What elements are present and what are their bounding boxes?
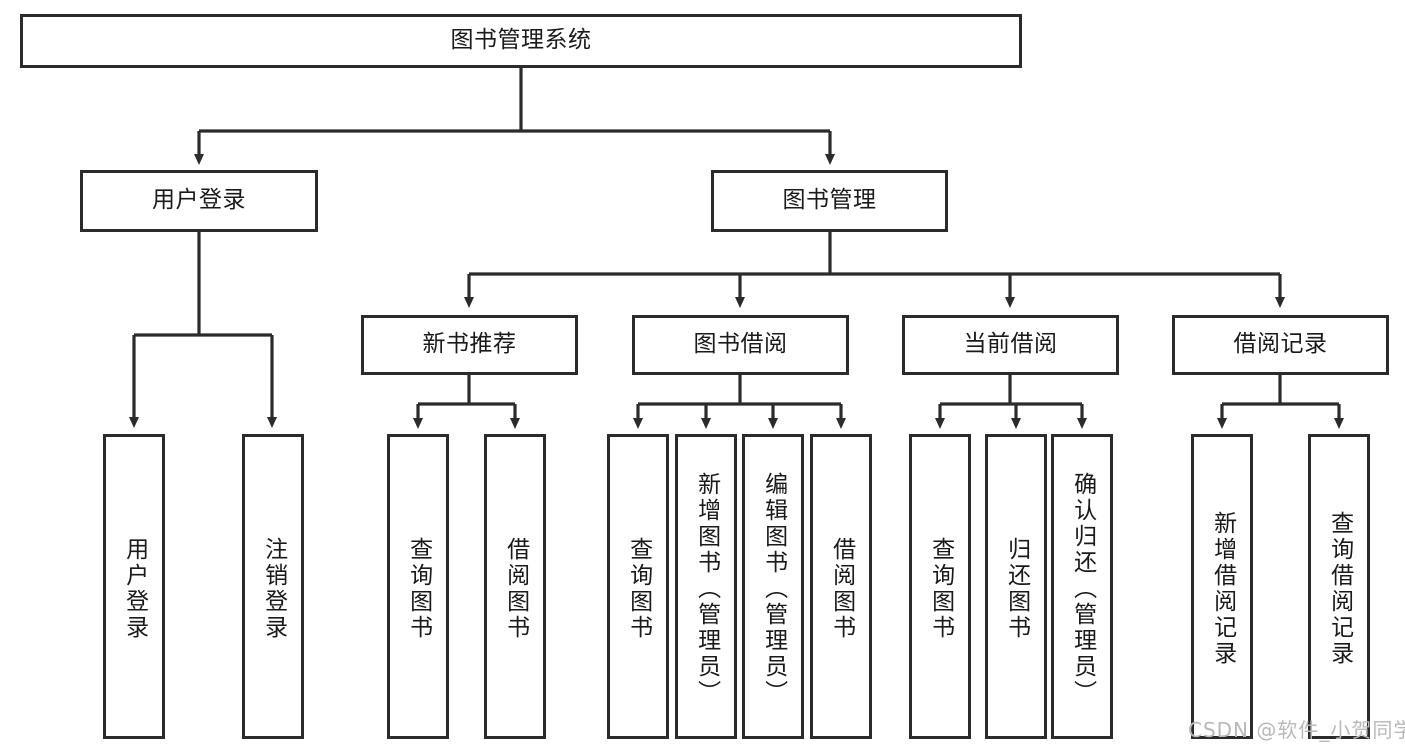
node-leaf-query-book-cur-label: 查询图书 xyxy=(927,536,954,641)
node-leaf-query-book-bor[interactable]: 查询图书 xyxy=(607,434,669,739)
node-leaf-add-book-label: 新增图书（管理员） xyxy=(693,471,720,706)
node-borrow-record[interactable]: 借阅记录 xyxy=(1172,315,1389,375)
node-leaf-return-book-label: 归还图书 xyxy=(1003,536,1030,641)
node-book-borrow-label: 图书借阅 xyxy=(693,331,788,358)
node-user-login[interactable]: 用户登录 xyxy=(80,170,318,232)
node-leaf-edit-book-label: 编辑图书（管理员） xyxy=(760,471,787,706)
node-leaf-logout[interactable]: 注销登录 xyxy=(242,434,304,739)
node-root-label: 图书管理系统 xyxy=(450,27,592,54)
node-leaf-borrow-book-rec[interactable]: 借阅图书 xyxy=(484,434,546,739)
node-root[interactable]: 图书管理系统 xyxy=(20,14,1022,68)
node-leaf-query-book-bor-label: 查询图书 xyxy=(625,536,652,641)
node-leaf-user-login-label: 用户登录 xyxy=(121,536,148,641)
node-borrow-record-label: 借阅记录 xyxy=(1233,331,1328,358)
node-new-book-rec[interactable]: 新书推荐 xyxy=(361,315,578,375)
csdn-watermark: CSDN @软件_小贺同学 xyxy=(1188,718,1405,742)
node-user-login-label: 用户登录 xyxy=(152,187,246,214)
node-leaf-query-record-label: 查询借阅记录 xyxy=(1326,510,1353,667)
node-leaf-add-record-label: 新增借阅记录 xyxy=(1209,510,1236,667)
node-leaf-logout-label: 注销登录 xyxy=(260,536,287,641)
node-leaf-return-book[interactable]: 归还图书 xyxy=(985,434,1047,739)
node-leaf-user-login[interactable]: 用户登录 xyxy=(103,434,165,739)
node-leaf-query-book-cur[interactable]: 查询图书 xyxy=(909,434,971,739)
node-book-manage-label: 图书管理 xyxy=(782,187,877,214)
node-current-borrow[interactable]: 当前借阅 xyxy=(902,315,1119,375)
node-leaf-borrow-book-bor-label: 借阅图书 xyxy=(828,536,855,641)
node-leaf-add-record[interactable]: 新增借阅记录 xyxy=(1191,434,1253,739)
node-leaf-query-book-rec-label: 查询图书 xyxy=(405,536,432,641)
node-leaf-edit-book[interactable]: 编辑图书（管理员） xyxy=(742,434,804,739)
node-leaf-borrow-book-bor[interactable]: 借阅图书 xyxy=(810,434,872,739)
node-leaf-confirm-return-label: 确认归还（管理员） xyxy=(1069,471,1096,706)
node-leaf-query-book-rec[interactable]: 查询图书 xyxy=(387,434,449,739)
node-leaf-borrow-book-rec-label: 借阅图书 xyxy=(502,536,529,641)
node-current-borrow-label: 当前借阅 xyxy=(963,331,1058,358)
node-leaf-confirm-return[interactable]: 确认归还（管理员） xyxy=(1051,434,1113,739)
node-book-borrow[interactable]: 图书借阅 xyxy=(632,315,849,375)
node-new-book-rec-label: 新书推荐 xyxy=(422,331,517,358)
node-leaf-query-record[interactable]: 查询借阅记录 xyxy=(1308,434,1370,739)
node-leaf-add-book[interactable]: 新增图书（管理员） xyxy=(675,434,737,739)
node-book-manage[interactable]: 图书管理 xyxy=(711,170,948,232)
